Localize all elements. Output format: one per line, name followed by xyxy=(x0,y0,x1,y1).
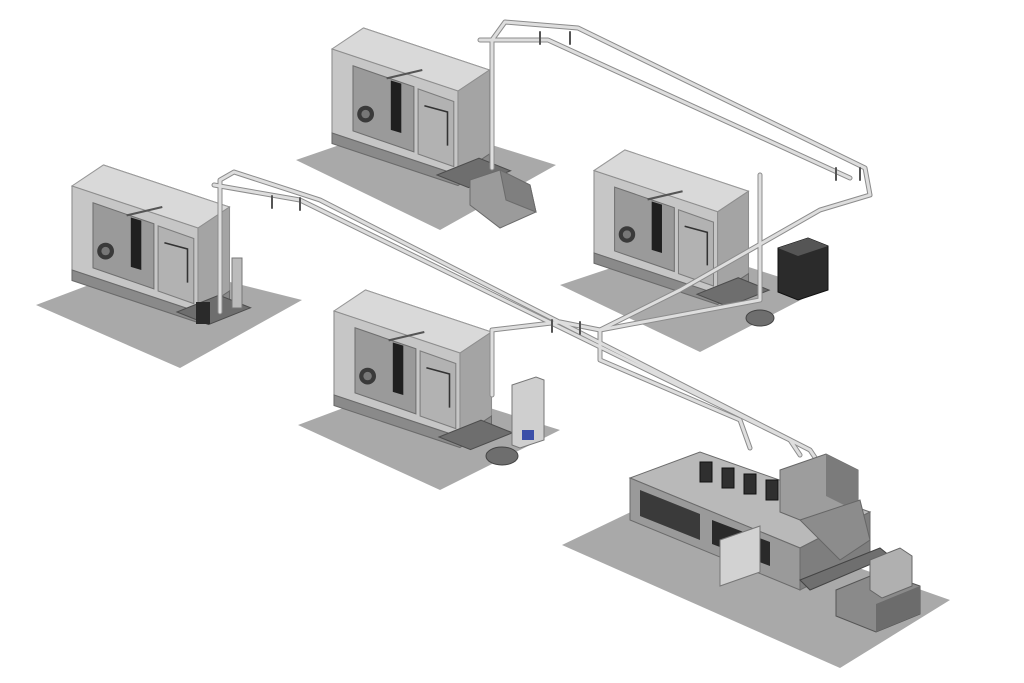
filter-box-c xyxy=(745,237,829,327)
floor-plate-filtration xyxy=(562,498,950,668)
pump-b xyxy=(196,257,243,324)
overhead-coolant-piping xyxy=(211,19,873,468)
control-unit-d xyxy=(485,376,545,466)
chip-hopper-a xyxy=(469,169,537,229)
central-filtration-system xyxy=(628,451,921,633)
